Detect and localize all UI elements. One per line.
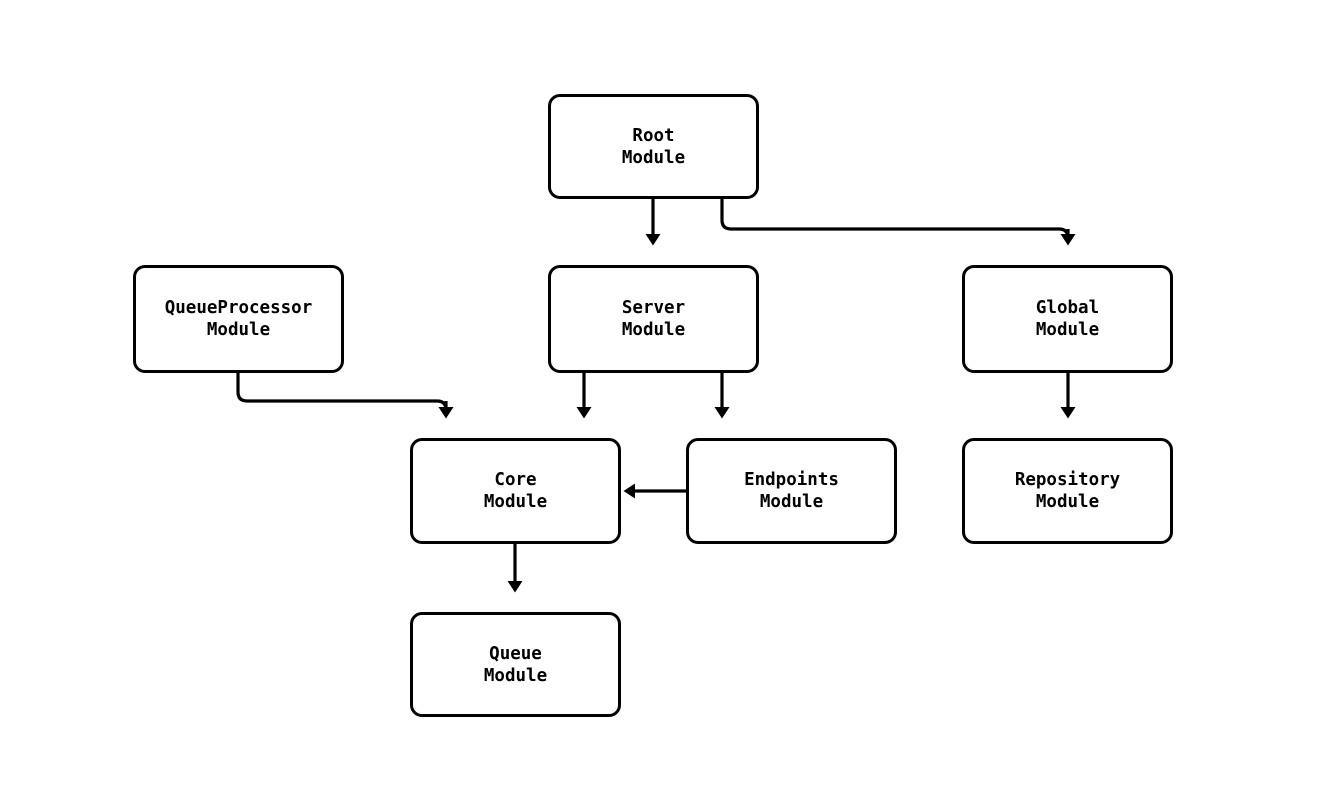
- node-root[interactable]: Root Module: [548, 94, 759, 199]
- node-repository-line2: Module: [1035, 492, 1100, 512]
- node-core[interactable]: Core Module: [410, 438, 621, 544]
- edge-root-to-global: [720, 199, 1076, 246]
- node-queue-line1: Queue: [489, 643, 542, 664]
- edge-server-to-core: [576, 373, 592, 419]
- node-endpoints-line2: Module: [759, 492, 824, 512]
- node-queueprocessor-line2: Module: [206, 320, 271, 340]
- edge-global-to-repository: [1060, 373, 1076, 419]
- node-global[interactable]: Global Module: [962, 265, 1173, 373]
- node-global-line2: Module: [1035, 320, 1100, 340]
- node-core-line2: Module: [483, 492, 548, 512]
- node-endpoints[interactable]: Endpoints Module: [686, 438, 897, 544]
- node-server-line1: Server: [621, 298, 686, 318]
- edge-queueprocessor-to-core: [236, 373, 454, 419]
- node-queueprocessor-line1: QueueProcessor: [164, 298, 313, 318]
- edge-endpoints-to-core: [623, 483, 686, 499]
- node-root-line1: Root: [632, 125, 675, 146]
- node-root-line2: Module: [621, 147, 686, 168]
- node-server-line2: Module: [621, 320, 686, 340]
- node-global-line1: Global: [1035, 298, 1100, 318]
- node-repository[interactable]: Repository Module: [962, 438, 1173, 544]
- node-repository-line1: Repository: [1014, 470, 1121, 490]
- node-server[interactable]: Server Module: [548, 265, 759, 373]
- node-core-line1: Core: [494, 470, 537, 490]
- node-queue[interactable]: Queue Module: [410, 612, 621, 717]
- edge-core-to-queue: [507, 544, 523, 593]
- node-queue-line2: Module: [483, 665, 548, 686]
- edge-root-to-server: [645, 199, 661, 246]
- edge-server-to-endpoints: [714, 373, 730, 419]
- node-endpoints-line1: Endpoints: [744, 470, 839, 490]
- node-queueprocessor[interactable]: QueueProcessor Module: [133, 265, 344, 373]
